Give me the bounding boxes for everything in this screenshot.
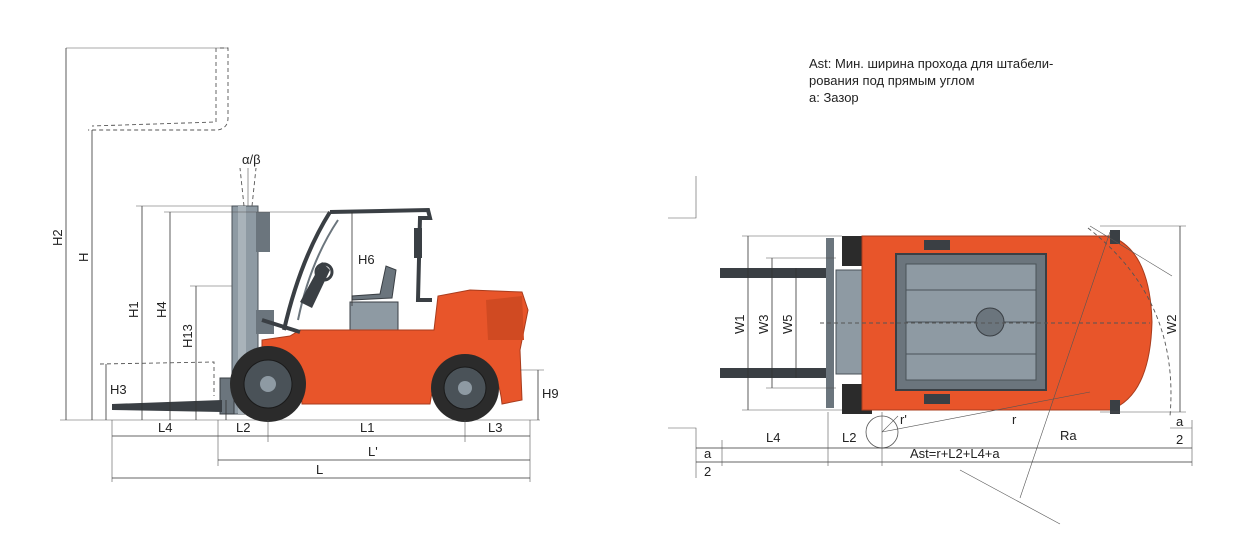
label-h2: H2 bbox=[50, 229, 65, 246]
outer-turn-arc bbox=[1087, 227, 1172, 417]
note-line-3: а: Зазор bbox=[809, 90, 859, 105]
mast-top-bracket bbox=[256, 212, 270, 252]
raised-carriage-dashed bbox=[88, 47, 229, 131]
label-r-prime: r' bbox=[900, 412, 907, 427]
label-h: H bbox=[76, 253, 91, 262]
label-ra: Ra bbox=[1060, 428, 1077, 443]
mast-inner-rail bbox=[238, 206, 246, 414]
seat bbox=[351, 265, 397, 301]
label-l3: L3 bbox=[488, 420, 502, 435]
label-l2-top: L2 bbox=[842, 430, 856, 445]
aisle-corner-top bbox=[668, 176, 697, 219]
grille-top bbox=[924, 240, 950, 250]
radius-r bbox=[881, 391, 1091, 433]
label-h13: H13 bbox=[180, 324, 195, 348]
ra-ext bbox=[959, 469, 1061, 525]
rear-light-bottom bbox=[1110, 400, 1120, 414]
cab-front-post bbox=[282, 210, 332, 331]
legend-note: Ast: Мин. ширина прохода для штабели- ро… bbox=[809, 55, 1053, 106]
label-l1: L1 bbox=[360, 420, 374, 435]
seat-base bbox=[349, 301, 399, 335]
counterweight bbox=[486, 296, 524, 340]
label-l: L bbox=[316, 462, 323, 477]
label-r: r bbox=[1012, 412, 1017, 427]
label-l-prime: L' bbox=[368, 444, 378, 459]
overhead-guard bbox=[329, 207, 433, 302]
label-w5: W5 bbox=[780, 315, 795, 335]
label-l4-top: L4 bbox=[766, 430, 780, 445]
tilt-cylinder bbox=[261, 318, 301, 334]
note-line-1: Ast: Мин. ширина прохода для штабели- bbox=[809, 56, 1054, 71]
label-a-right: a bbox=[1176, 414, 1184, 429]
steering-wheel bbox=[314, 262, 334, 282]
steering-column bbox=[300, 262, 330, 308]
label-ast: Ast=r+L2+L4+a bbox=[910, 446, 1000, 461]
tilt-line-back bbox=[251, 167, 257, 207]
label-h1: H1 bbox=[126, 301, 141, 318]
label-l2: L2 bbox=[236, 420, 250, 435]
fork bbox=[112, 400, 222, 412]
label-alpha-beta: α/β bbox=[242, 152, 261, 167]
radius-r-prime bbox=[881, 415, 899, 433]
label-2-right: 2 bbox=[1176, 432, 1183, 447]
tilt-line-fwd bbox=[239, 167, 245, 207]
label-h4: H4 bbox=[154, 301, 169, 318]
seat-top bbox=[975, 307, 1005, 337]
aisle-corner-bottom bbox=[668, 427, 697, 478]
fork-bottom bbox=[720, 368, 828, 378]
label-a-left: a bbox=[704, 446, 712, 461]
raised-carriage-dashed-inner bbox=[91, 48, 217, 127]
cab-inner-post bbox=[297, 219, 339, 321]
rear-light-top bbox=[1110, 230, 1120, 244]
label-w2: W2 bbox=[1164, 315, 1179, 335]
fork-top bbox=[720, 268, 828, 278]
label-l4: L4 bbox=[158, 420, 172, 435]
side-view: H2 H H1 H4 H13 H3 H6 H9 α/β L4 L2 L1 L3 … bbox=[50, 47, 559, 482]
h3-fork-raised-dashed bbox=[99, 361, 215, 396]
label-h6: H6 bbox=[358, 252, 375, 267]
tangent-top bbox=[1089, 225, 1173, 277]
label-w1: W1 bbox=[732, 315, 747, 335]
label-h9: H9 bbox=[542, 386, 559, 401]
label-w3: W3 bbox=[756, 315, 771, 335]
label-2-left: 2 bbox=[704, 464, 711, 479]
radius-ra bbox=[1019, 231, 1111, 499]
cab-rear-light bbox=[414, 228, 422, 258]
label-h3: H3 bbox=[110, 382, 127, 397]
note-line-2: рования под прямым углом bbox=[809, 73, 975, 88]
rear-wheel-hub bbox=[458, 381, 472, 395]
front-wheel-hub bbox=[260, 376, 276, 392]
top-view: W1 W3 W5 W2 L4 L2 r' r Ra Ast=r+L2+L4+a … bbox=[668, 176, 1193, 525]
grille-bottom bbox=[924, 394, 950, 404]
